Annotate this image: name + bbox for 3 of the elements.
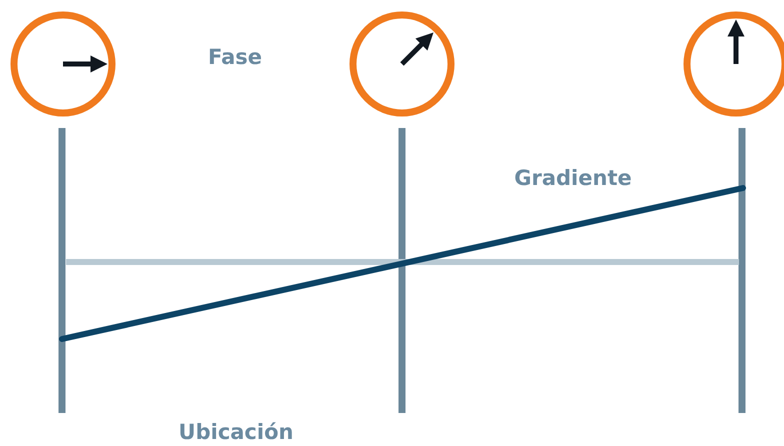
axis-label: Fase: [208, 45, 262, 69]
axis-label: Ubicación: [178, 420, 294, 444]
axis-label: Gradiente: [514, 166, 632, 190]
